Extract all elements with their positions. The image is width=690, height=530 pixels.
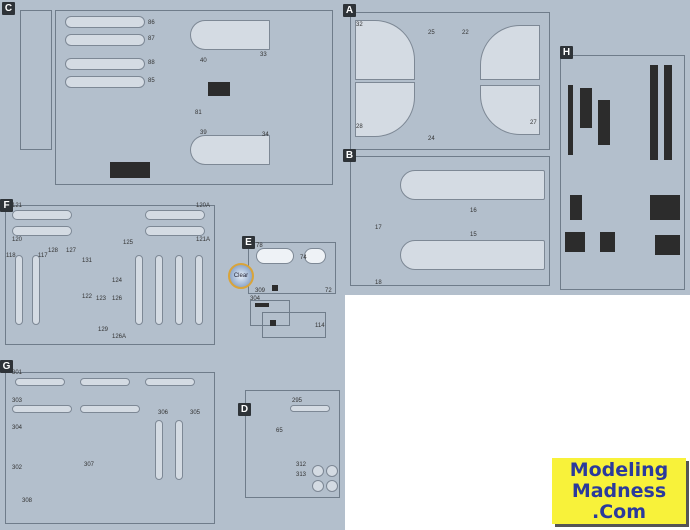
left-sheet-scan (0, 0, 345, 530)
part-number: 120A (196, 203, 211, 209)
part-number: 313 (296, 472, 307, 478)
part-number: 28 (356, 124, 363, 130)
part-number: 124 (112, 278, 123, 284)
part-number: 123 (96, 296, 107, 302)
logo-line: .Com (591, 501, 646, 523)
part-number: 16 (470, 208, 477, 214)
part-number: 307 (84, 462, 95, 468)
part-number: 65 (276, 428, 283, 434)
part-number: 33 (260, 52, 267, 58)
part-number: 72 (325, 288, 332, 294)
part-number: 309 (255, 288, 266, 294)
part-number: 126A (112, 334, 127, 340)
part-number: 120 (12, 237, 23, 243)
part-number: 74 (300, 255, 307, 261)
part-number: 15 (470, 232, 477, 238)
part-number: 40 (200, 58, 207, 64)
part-number: 78 (256, 243, 263, 249)
part-number: 126 (112, 296, 123, 302)
part-number: 301 (12, 370, 23, 376)
part-number: 303 (12, 398, 23, 404)
part-number: 27 (530, 120, 537, 126)
logo-line: Modeling (569, 459, 669, 481)
part-number: 118 (6, 253, 16, 259)
logo-line: Madness (571, 480, 667, 502)
part-number: 22 (462, 30, 469, 36)
part-number: 32 (356, 22, 363, 28)
part-number: 81 (195, 110, 202, 116)
part-number: 125 (123, 240, 134, 246)
part-number: 18 (375, 280, 382, 286)
sprue-b-label: B (343, 149, 356, 162)
part-number: 88 (148, 60, 155, 66)
part-number: 25 (428, 30, 435, 36)
sprue-a-label: A (343, 4, 356, 17)
part-number: 87 (148, 36, 155, 42)
part-number: 39 (200, 130, 207, 136)
part-number: 34 (262, 132, 269, 138)
sprue-c-label: C (2, 2, 15, 15)
part-number: 117 (38, 253, 48, 259)
modeling-madness-logo: Modeling Madness .Com (552, 458, 686, 524)
sprue-h-label: H (560, 46, 573, 59)
part-number: 114 (315, 323, 325, 329)
part-number: 304 (250, 296, 261, 302)
part-number: 24 (428, 136, 435, 142)
part-number: 308 (22, 498, 33, 504)
sprue-e-label: E (242, 236, 255, 249)
sprue-d-label: D (238, 403, 251, 416)
part-number: 121A (196, 237, 211, 243)
part-number: 127 (66, 248, 77, 254)
part-number: 122 (82, 294, 93, 300)
part-number: 305 (190, 410, 201, 416)
clear-parts-badge: Clear (228, 263, 254, 289)
part-number: 129 (98, 327, 109, 333)
part-number: 128 (48, 248, 59, 254)
part-number: 131 (82, 258, 93, 264)
part-number: 304 (12, 425, 23, 431)
part-number: 86 (148, 20, 155, 26)
sprue-f-label: F (0, 199, 13, 212)
part-number: 312 (296, 462, 307, 468)
part-number: 306 (158, 410, 169, 416)
part-number: 17 (375, 225, 382, 231)
sprue-g-label: G (0, 360, 13, 373)
part-number: 302 (12, 465, 23, 471)
part-number: 295 (292, 398, 303, 404)
part-number: 85 (148, 78, 155, 84)
part-number: 121 (12, 203, 23, 209)
